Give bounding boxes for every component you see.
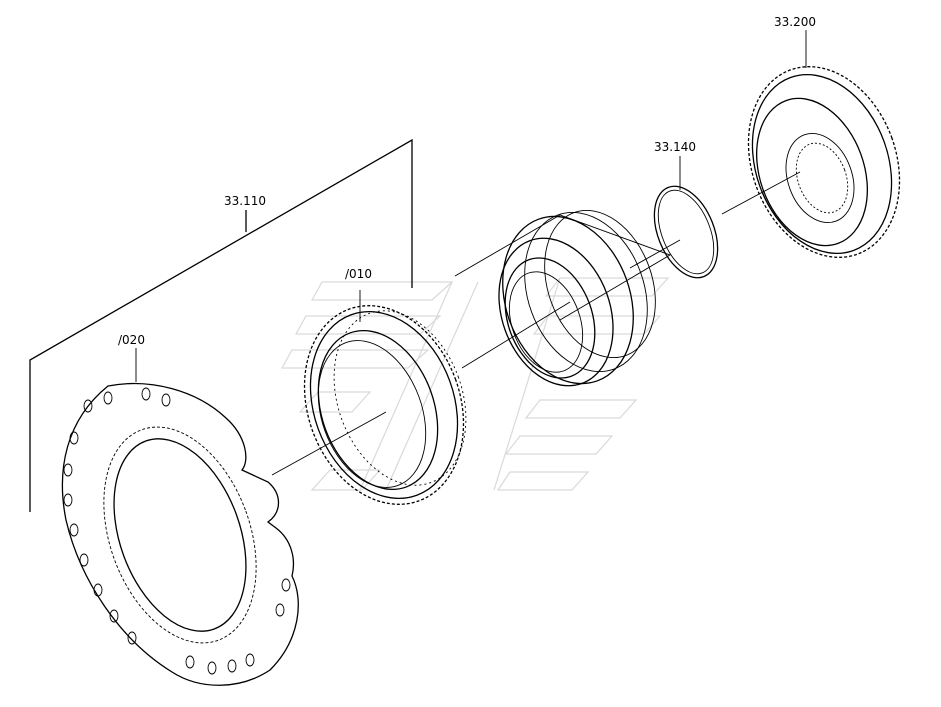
label-33-140: 33.140 xyxy=(654,140,696,154)
gear-hub-33-200 xyxy=(747,66,901,258)
bracket-33-110 xyxy=(29,138,413,512)
label-33-110: 33.110 xyxy=(224,194,266,208)
piston-assembly xyxy=(498,209,656,387)
toothed-ring-010 xyxy=(303,305,467,505)
label-33-200: 33.200 xyxy=(774,15,816,29)
watermark-logo xyxy=(280,277,670,491)
leader-lines xyxy=(135,30,807,476)
snap-ring-33-140 xyxy=(653,185,719,279)
label-010: /010 xyxy=(345,267,372,281)
label-020: /020 xyxy=(118,333,145,347)
clutch-disc-plate-020 xyxy=(61,382,299,686)
